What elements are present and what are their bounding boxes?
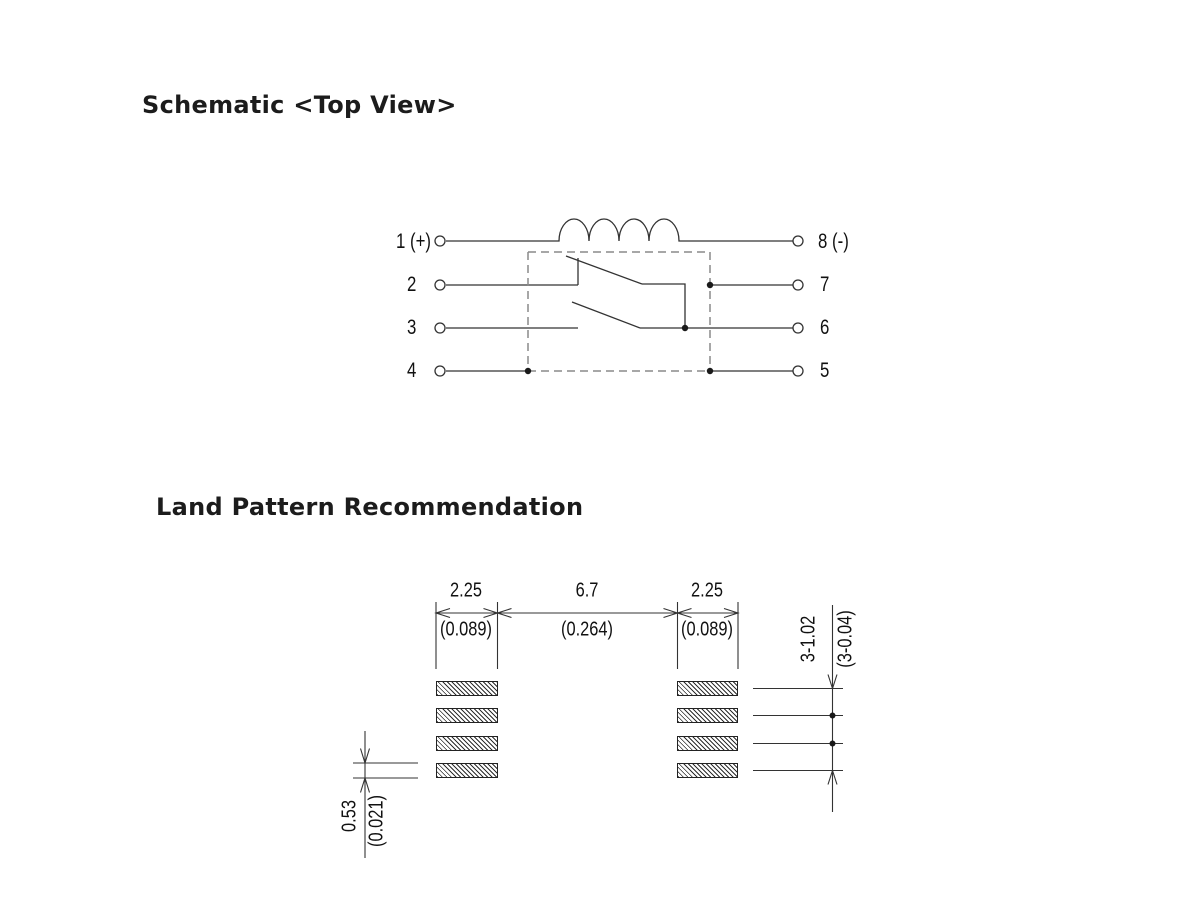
land-pad-left-4	[436, 763, 498, 778]
contact-blade-top	[565, 255, 643, 285]
pin-label-1: 1 (+)	[396, 230, 432, 254]
land-pad-left-1	[436, 681, 498, 696]
dim-gap-inch: (0.264)	[561, 618, 613, 641]
land-pattern-title: Land Pattern Recommendation	[156, 493, 584, 521]
pin5-terminal	[792, 365, 804, 377]
pin-label-7: 7	[820, 273, 830, 297]
arrow-up-icon	[359, 776, 371, 793]
dim-pad-width-right-mm: 2.25	[691, 579, 723, 602]
arrow-right-icon	[723, 607, 740, 619]
arrow-up-icon	[827, 768, 838, 785]
dim-pad-width-left-mm: 2.25	[450, 579, 482, 602]
dimension-top	[434, 602, 740, 669]
land-pad-right-4	[677, 763, 738, 778]
land-pad-right-2	[677, 708, 738, 723]
dim-gap-mm: 6.7	[575, 579, 599, 602]
pin7-terminal	[792, 279, 804, 291]
coil-symbol	[446, 218, 793, 242]
pin8-terminal	[792, 235, 804, 247]
junction-dots	[524, 281, 714, 375]
arrow-left-icon	[434, 607, 451, 619]
land-pad-right-3	[677, 736, 738, 751]
arrow-left-icon	[495, 607, 512, 619]
relay-body-dashed-box	[527, 251, 711, 372]
schematic-title: Schematic <Top View>	[142, 91, 457, 119]
pin-label-8: 8 (-)	[818, 230, 849, 254]
pin-label-6: 6	[820, 316, 830, 340]
arrow-down-icon	[359, 748, 371, 765]
pin1-terminal	[434, 235, 446, 247]
pin-label-2: 2	[407, 273, 417, 297]
land-pad-left-2	[436, 708, 498, 723]
contact-link-top	[642, 283, 686, 328]
arrow-left-icon	[675, 607, 692, 619]
schematic-wires	[446, 218, 793, 372]
pin6-terminal	[792, 322, 804, 334]
pin-label-3: 3	[407, 316, 417, 340]
land-pad-right-1	[677, 681, 738, 696]
pin3-terminal	[434, 322, 446, 334]
arrow-down-icon	[827, 674, 838, 691]
dim-pad-width-left-inch: (0.089)	[440, 618, 492, 641]
dimension-pad-height	[353, 731, 418, 858]
dim-row-pitch-inch: (3-0.04)	[834, 610, 857, 668]
contact-blade-bottom	[571, 301, 641, 329]
pin4-terminal	[434, 365, 446, 377]
dim-pad-width-right-inch: (0.089)	[681, 618, 733, 641]
dim-pad-height-inch: (0.021)	[365, 795, 388, 847]
dimension-row-pitch	[753, 605, 843, 812]
dim-pad-height-mm: 0.53	[338, 800, 361, 832]
pin-label-4: 4	[407, 359, 417, 383]
pin-terminals	[434, 235, 804, 377]
pin2-terminal	[434, 279, 446, 291]
dim-row-pitch-mm: 3-1.02	[797, 615, 820, 663]
pin-label-5: 5	[820, 359, 830, 383]
land-pad-left-3	[436, 736, 498, 751]
